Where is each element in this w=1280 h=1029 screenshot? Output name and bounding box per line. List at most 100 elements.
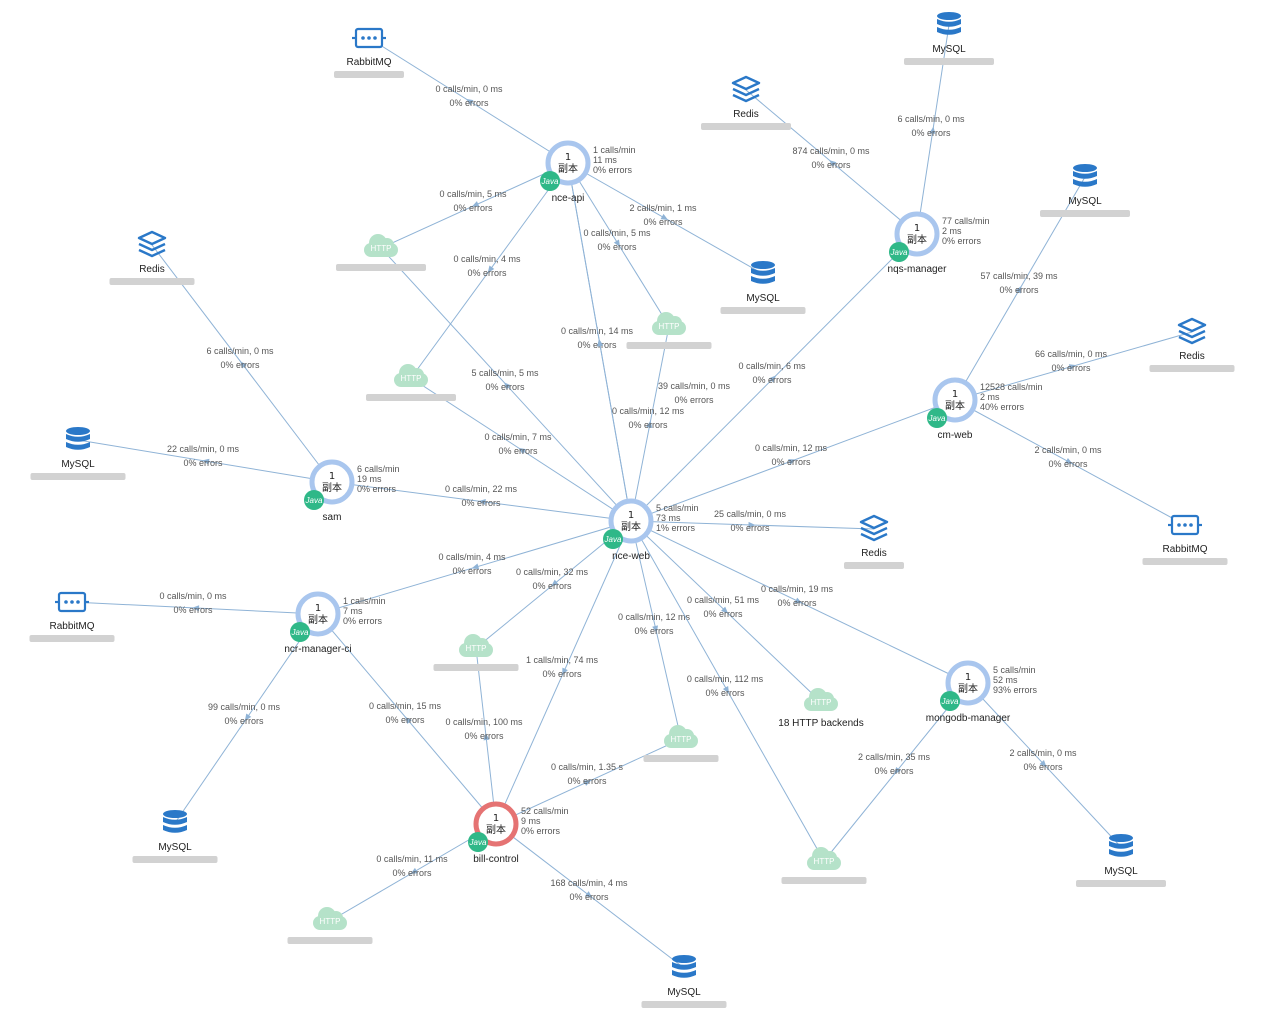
service-ring[interactable] [932,377,978,423]
service-ring[interactable] [473,801,519,847]
edge-e37[interactable]: 168 calls/min, 4 ms0% errors [495,823,685,969]
edge-e30[interactable]: 99 calls/min, 0 ms0% errors [174,613,319,824]
http-node-http8[interactable]: HTTP [287,907,373,944]
redacted-host-label [641,1001,727,1008]
edge-e34[interactable]: 2 calls/min, 35 ms0% errors [823,682,969,862]
edge-e28[interactable]: 1 calls/min, 74 ms0% errors [495,520,632,825]
http-icon-label: HTTP [320,917,341,926]
resource-node-redis-cm[interactable]: Redis [1149,317,1235,372]
edge-calls-label: 0 calls/min, 5 ms [439,189,507,199]
resource-node-rabbitmq-top[interactable]: RabbitMQ [334,27,404,78]
http-node-http1[interactable]: HTTP [336,234,426,271]
http-node-http4[interactable]: HTTP [433,634,519,671]
resource-node-rabbitmq-ncr[interactable]: RabbitMQ [29,591,115,642]
edge-e7[interactable]: 0 calls/min, 4 ms0% errors [410,162,569,379]
service-ring[interactable] [545,140,591,186]
replica-label: 副本 [322,481,342,494]
edge-e29[interactable]: 0 calls/min, 112 ms0% errors [630,520,825,862]
edge-e12[interactable]: 5 calls/min, 5 ms0% errors [380,247,632,522]
edge-calls-label: 6 calls/min, 0 ms [897,114,965,124]
service-name: ncr-manager-ci [284,644,351,655]
resource-node-mysql-mongo[interactable]: MySQL [1076,834,1166,887]
redacted-host-label [336,264,426,271]
http-icon-label: HTTP [671,735,692,744]
java-badge-icon [468,832,488,852]
edge-calls-label: 6 calls/min, 0 ms [206,346,274,356]
resource-node-mysql-ncr[interactable]: MySQL [132,810,218,863]
edge-e26[interactable]: 0 calls/min, 51 ms0% errors [630,520,822,703]
edge-e33[interactable]: 0 calls/min, 1.35 s0% errors [495,738,682,825]
http-node-http7[interactable]: HTTP [781,847,867,884]
edge-calls-label: 0 calls/min, 1.35 s [551,762,624,772]
edge-e2[interactable]: 6 calls/min, 0 ms0% errors [897,24,965,235]
edge-arrow-icon [722,686,729,694]
edge-e19[interactable]: 2 calls/min, 0 ms0% errors [954,399,1186,526]
resource-node-redis-web[interactable]: Redis [844,514,904,569]
edge-e32[interactable]: 0 calls/min, 100 ms0% errors [445,647,523,825]
resource-node-rabbitmq-cm[interactable]: RabbitMQ [1142,514,1228,565]
edge-e13[interactable]: 0 calls/min, 6 ms0% errors [630,233,918,522]
edge-e6[interactable]: 0 calls/min, 5 ms0% errors [567,162,670,327]
resource-node-redis-left[interactable]: Redis [109,230,195,285]
edge-e15[interactable]: 0 calls/min, 12 ms0% errors [567,162,685,522]
http-node-http2[interactable]: HTTP [366,364,456,401]
edge-e14[interactable]: 39 calls/min, 0 ms0% errors [630,325,731,522]
java-badge-label: Java [291,628,309,637]
edge-e20[interactable]: 0 calls/min, 22 ms0% errors [331,481,632,522]
http-node-name: 18 HTTP backends [778,718,863,729]
edge-e18[interactable]: 0 calls/min, 12 ms0% errors [630,399,956,522]
edge-e35[interactable]: 2 calls/min, 0 ms0% errors [967,682,1122,848]
resource-node-mysql-cm[interactable]: MySQL [1040,164,1130,217]
service-stat: 40% errors [980,402,1025,412]
replica-label: 副本 [486,823,506,836]
service-stat: 11 ms [593,155,617,165]
edge-e4[interactable]: 0 calls/min, 5 ms0% errors [380,162,569,249]
edge-e21[interactable]: 25 calls/min, 0 ms0% errors [630,509,875,533]
http-node-http3[interactable]: HTTP [626,312,712,349]
redacted-host-label [720,307,806,314]
edge-e16[interactable]: 0 calls/min, 7 ms0% errors [410,377,632,522]
edge-e17[interactable]: 22 calls/min, 0 ms0% errors [77,439,333,483]
edge-e31[interactable]: 0 calls/min, 15 ms0% errors [317,613,497,825]
service-ring[interactable] [309,459,355,505]
edge-e1[interactable]: 0 calls/min, 0 ms0% errors [368,37,569,164]
edge-arrow-icon [244,713,252,721]
resource-node-mysql-sam[interactable]: MySQL [30,427,126,480]
resource-node-mysql-top[interactable]: MySQL [904,12,994,65]
edge-e3[interactable]: 874 calls/min, 0 ms0% errors [745,89,918,235]
redacted-host-label [334,71,404,78]
service-stat: 0% errors [942,236,982,246]
resource-node-mysql-api[interactable]: MySQL [720,261,806,314]
java-badge-label: Java [928,414,946,423]
resource-node-redis-nqs[interactable]: Redis [701,75,791,130]
service-ring[interactable] [894,211,940,257]
edge-e22[interactable]: 0 calls/min, 4 ms0% errors [317,520,632,615]
edge-errors-label: 0% errors [628,420,668,430]
service-ring[interactable] [608,498,654,544]
edge-e9[interactable]: 66 calls/min, 0 ms0% errors [954,331,1193,401]
edge-e24[interactable]: 0 calls/min, 0 ms0% errors [71,591,319,615]
resource-name: MySQL [1068,196,1102,207]
edge-arrow-icon [471,563,480,570]
edge-e27[interactable]: 0 calls/min, 12 ms0% errors [618,520,691,740]
service-ring[interactable] [945,660,991,706]
edge-errors-label: 0% errors [224,716,264,726]
edge-e11[interactable]: 0 calls/min, 14 ms0% errors [561,162,634,522]
http-node-http6[interactable]: HTTP [643,725,719,762]
resource-node-mysql-bill[interactable]: MySQL [641,955,727,1008]
service-ring[interactable] [295,591,341,637]
edge-calls-label: 22 calls/min, 0 ms [167,444,240,454]
edge-e5[interactable]: 2 calls/min, 1 ms0% errors [567,162,764,275]
java-badge-icon [304,490,324,510]
edge-e25[interactable]: 0 calls/min, 19 ms0% errors [630,520,969,684]
redacted-host-label [626,342,712,349]
